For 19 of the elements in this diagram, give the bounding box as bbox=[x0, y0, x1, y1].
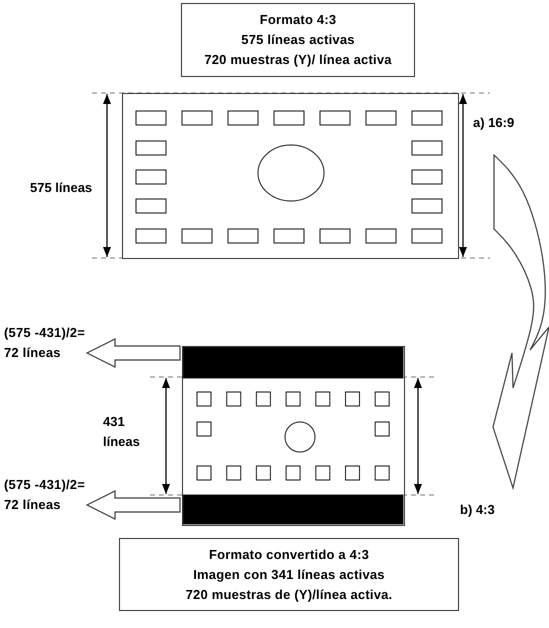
text-box bbox=[181, 3, 415, 77]
body-text: 575 líneas activas bbox=[241, 31, 355, 49]
body-text: 720 muestras de (Y)/línea activa. bbox=[186, 586, 392, 604]
annotation-text: 72 líneas bbox=[4, 496, 62, 514]
hollow-arrow bbox=[86, 338, 181, 368]
text-box bbox=[119, 538, 459, 611]
annotation-text: 72 líneas bbox=[4, 344, 62, 362]
body-text: 720 muestras (Y)/ línea activa bbox=[204, 51, 392, 69]
picture-frame bbox=[122, 93, 459, 259]
format-label: b) 4:3 bbox=[460, 501, 495, 519]
format-label: a) 16:9 bbox=[473, 114, 514, 132]
annotation-text: (575 -431)/2= bbox=[4, 324, 86, 342]
hollow-arrow bbox=[86, 490, 181, 520]
heading-text: Formato convertido a 4:3 bbox=[208, 546, 370, 564]
dimension-label: 575 líneas bbox=[30, 179, 92, 197]
dimension-label: 431 líneas bbox=[103, 413, 141, 451]
body-text: Imagen con 341 líneas activas bbox=[193, 566, 385, 584]
annotation-text: (575 -431)/2= bbox=[4, 476, 86, 494]
heading-text: Formato 4:3 bbox=[260, 11, 336, 29]
